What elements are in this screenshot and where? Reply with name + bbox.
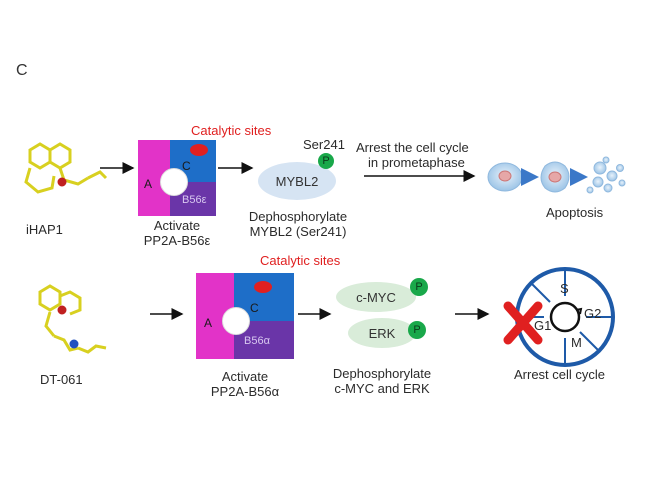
arrest-cell-cycle-label: Arrest cell cycle	[514, 367, 606, 382]
erk-ellipse: ERK	[348, 318, 416, 348]
c-myc-ellipse: c-MYC	[336, 282, 416, 312]
catalytic-sites-label: Catalytic sites	[260, 253, 341, 268]
phospho-badge: P	[410, 278, 428, 296]
block-x-icon	[503, 301, 543, 345]
c-myc-label: c-MYC	[356, 289, 396, 305]
deph-line2: MYBL2 (Ser241)	[249, 224, 347, 239]
panel-label: C	[16, 62, 28, 79]
phospho-label: P	[415, 281, 423, 293]
catalytic-site-icon	[254, 281, 272, 293]
subunit-a-label: A	[144, 177, 153, 191]
erk-label: ERK	[368, 325, 396, 341]
phase-s-label: S	[560, 281, 569, 296]
phospho-badge: P	[408, 321, 426, 339]
activate-line2: PP2A-B56ε	[143, 233, 211, 248]
arrest-line1: Arrest the cell cycle	[356, 140, 469, 155]
deph-line1: Dephosphorylate	[332, 366, 432, 381]
subunit-a-label: A	[204, 316, 213, 330]
subunit-c-label: C	[250, 301, 259, 315]
subunit-b-label: B56ε	[182, 194, 207, 206]
activate-line1: Activate	[153, 218, 201, 233]
deph-line1: Dephosphorylate	[248, 209, 348, 224]
pp2a-b56a-complex: A C B56α	[196, 273, 294, 359]
compound-label: iHAP1	[26, 222, 63, 237]
activate-line1: Activate	[221, 369, 269, 384]
subunit-b-label: B56α	[244, 335, 270, 347]
pp2a-b56e-complex: A C B56ε	[138, 140, 216, 216]
ihap1-molecule-icon	[24, 142, 108, 194]
dt061-molecule-icon	[38, 284, 107, 354]
phase-m-label: M	[571, 335, 582, 350]
phase-g1-label: G1	[534, 318, 552, 333]
phospho-label: P	[322, 155, 330, 167]
ser241-label: Ser241	[303, 137, 345, 152]
arrest-line2: in prometaphase	[368, 155, 465, 170]
bound-compound-icon	[160, 168, 188, 196]
mybl2-label: MYBL2	[275, 173, 319, 189]
catalytic-sites-label: Catalytic sites	[191, 123, 272, 138]
apoptosis-label: Apoptosis	[546, 205, 604, 220]
bound-compound-icon	[222, 307, 250, 335]
subunit-c-label: C	[182, 159, 191, 173]
apoptosis-cells-icon	[487, 156, 626, 194]
phospho-badge: P	[318, 153, 334, 169]
activate-line2: PP2A-B56α	[210, 384, 280, 399]
phospho-label: P	[413, 324, 421, 336]
deph-line2: c-MYC and ERK	[334, 381, 430, 396]
phase-g2-label: G2	[584, 306, 602, 321]
compound-label: DT-061	[40, 372, 83, 387]
catalytic-site-icon	[190, 144, 208, 156]
